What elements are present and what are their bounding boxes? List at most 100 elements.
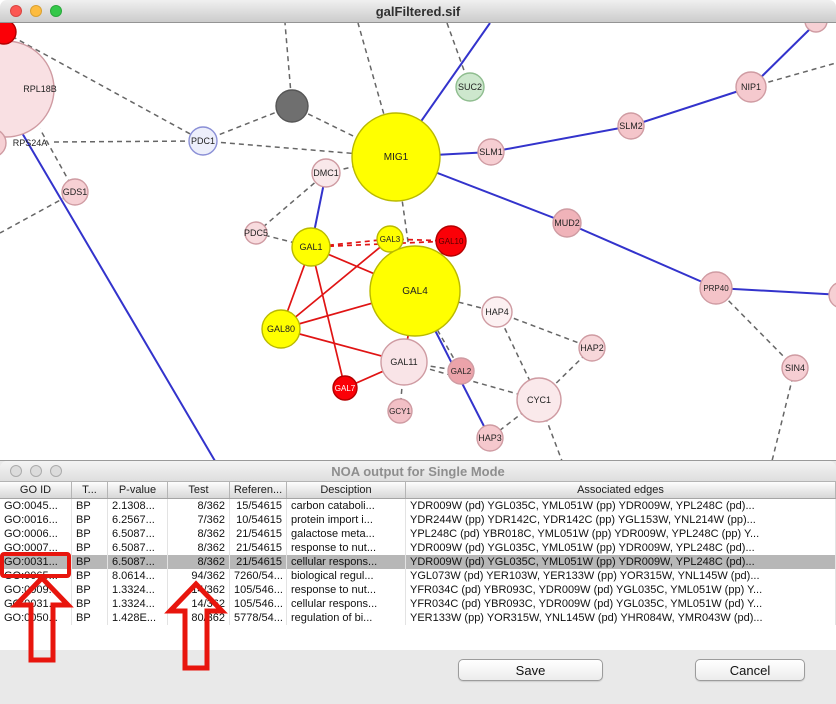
network-node-PDC5[interactable]: [244, 221, 268, 245]
network-node-SLM1[interactable]: [477, 138, 505, 166]
column-header-test[interactable]: Test: [168, 482, 230, 498]
close-button[interactable]: [10, 5, 22, 17]
network-edge: [771, 367, 796, 461]
network-node-darknode[interactable]: [275, 89, 309, 123]
network-node-HAP4[interactable]: [481, 296, 513, 328]
network-node-MIG1[interactable]: [351, 112, 441, 202]
network-node-GCY1[interactable]: [387, 398, 413, 424]
cell: YER133W (pp) YOR315W, YNL145W (pd) YHR08…: [406, 611, 836, 625]
column-header-associated-edges[interactable]: Associated edges: [406, 482, 836, 498]
network-edge: [310, 246, 346, 389]
network-node-label: PDC5: [244, 228, 268, 238]
close-button[interactable]: [10, 465, 22, 477]
cell: GO:0045...: [0, 499, 72, 513]
network-node-redtl[interactable]: [0, 23, 17, 45]
cell: 8/362: [168, 527, 230, 541]
network-node-GAL2[interactable]: [447, 357, 475, 385]
network-node-GAL4[interactable]: [369, 245, 461, 337]
cell: YGL073W (pd) YER103W, YER133W (pp) YOR31…: [406, 569, 836, 583]
traffic-lights: [10, 0, 62, 22]
network-node-MUD2[interactable]: [552, 208, 582, 238]
network-node-PRP40[interactable]: [699, 271, 733, 305]
cell: 6.5087...: [108, 527, 168, 541]
cell: cellular respons...: [287, 555, 406, 569]
zoom-button[interactable]: [50, 465, 62, 477]
network-node-cornertr[interactable]: [804, 23, 828, 33]
cell: 14/362: [168, 583, 230, 597]
network-window-titlebar[interactable]: galFiltered.sif: [0, 0, 836, 23]
save-button[interactable]: Save: [458, 659, 603, 681]
cell: 1.3324...: [108, 597, 168, 611]
cell: BP: [72, 541, 108, 555]
network-node-SLM2[interactable]: [617, 112, 645, 140]
cell: 94/362: [168, 569, 230, 583]
network-edge: [496, 311, 593, 349]
cancel-button[interactable]: Cancel: [695, 659, 805, 681]
network-node-GAL11[interactable]: [380, 338, 428, 386]
network-node-RPS24A[interactable]: [0, 129, 7, 157]
network-edge: [750, 62, 836, 88]
minimize-button[interactable]: [30, 5, 42, 17]
noa-window-title: NOA output for Single Mode: [331, 463, 505, 479]
column-header-t-[interactable]: T...: [72, 482, 108, 498]
column-header-desciption[interactable]: Desciption: [287, 482, 406, 498]
cell: 10/54615: [230, 513, 287, 527]
network-node-SUC2[interactable]: [455, 72, 485, 102]
network-node-label: SIN4: [785, 363, 805, 373]
network-node-HAP2[interactable]: [578, 334, 606, 362]
cell: GO:0050...: [0, 611, 72, 625]
network-node-SIN4[interactable]: [781, 354, 809, 382]
network-node-label: MIG1: [384, 152, 409, 163]
cell: protein import i...: [287, 513, 406, 527]
zoom-button[interactable]: [50, 5, 62, 17]
network-node-label: GAL80: [267, 324, 295, 334]
cell: YPL248C (pd) YBR018C, YML051W (pp) YDR00…: [406, 527, 836, 541]
network-node-GAL10[interactable]: [435, 225, 467, 257]
cell: carbon cataboli...: [287, 499, 406, 513]
column-header-p-value[interactable]: P-value: [108, 482, 168, 498]
network-node-GAL1[interactable]: [291, 227, 331, 267]
network-node-DMC1[interactable]: [311, 158, 341, 188]
cell: BP: [72, 555, 108, 569]
minimize-button[interactable]: [30, 465, 42, 477]
network-node-GAL80[interactable]: [261, 309, 301, 349]
noa-window-titlebar[interactable]: NOA output for Single Mode: [0, 461, 836, 482]
network-node-label: GCY1: [389, 407, 411, 416]
cell: 21/54615: [230, 527, 287, 541]
cell: 21/54615: [230, 541, 287, 555]
network-node-PDC1[interactable]: [188, 126, 218, 156]
cell: BP: [72, 499, 108, 513]
cell: 6.5087...: [108, 541, 168, 555]
network-canvas[interactable]: RPL18BRPS24AGDS1PDC1MIG1SUC2SLM1SLM2NIP1…: [0, 23, 836, 461]
cell: cellular respons...: [287, 597, 406, 611]
network-node-NIP1[interactable]: [735, 71, 767, 103]
cell: biological regul...: [287, 569, 406, 583]
traffic-lights-inactive: [10, 461, 62, 481]
column-header-go-id[interactable]: GO ID: [0, 482, 72, 498]
network-node-GDS1[interactable]: [61, 178, 89, 206]
network-node-HAP3[interactable]: [476, 424, 504, 452]
network-node-GAL3[interactable]: [376, 225, 404, 253]
network-node-CYC1[interactable]: [516, 377, 562, 423]
network-node-edger[interactable]: [828, 282, 836, 308]
column-header-referen-[interactable]: Referen...: [230, 482, 287, 498]
cell: GO:0006...: [0, 527, 72, 541]
cell: YDR009W (pd) YGL035C, YML051W (pp) YDR00…: [406, 541, 836, 555]
network-node-GAL7[interactable]: [332, 375, 358, 401]
network-edge: [291, 105, 397, 158]
network-node-label: GDS1: [63, 187, 88, 197]
cell: 7/362: [168, 513, 230, 527]
cell: BP: [72, 513, 108, 527]
network-edge: [715, 287, 836, 296]
